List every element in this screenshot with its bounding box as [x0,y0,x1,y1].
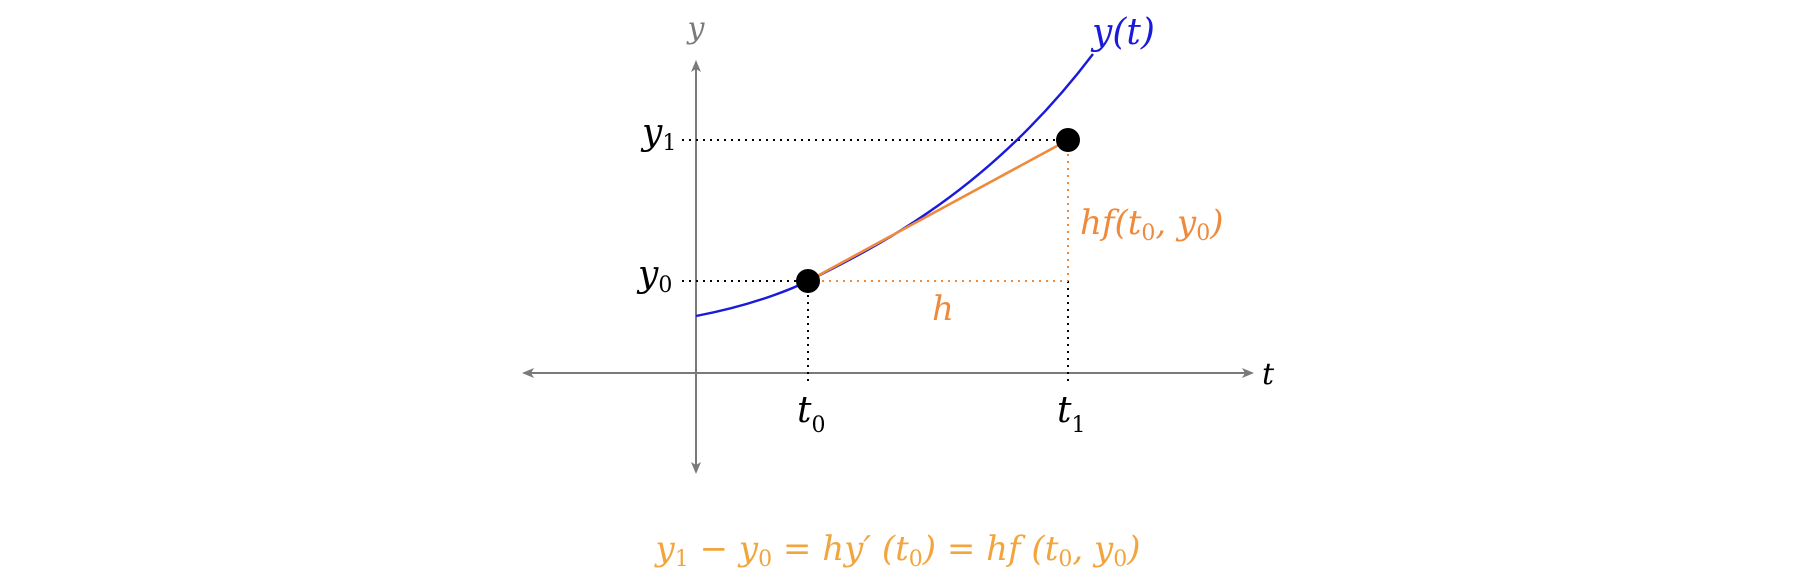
x-axis-label: t [1262,357,1275,392]
point-t1-y1 [1056,128,1080,152]
h-label: h [932,289,954,329]
t0-tick-label: t0 [797,390,825,438]
y1-tick-label: y1 [640,112,676,156]
point-t0-y0 [796,269,820,293]
euler-step-line [807,138,1069,283]
y0-tick-label: y0 [636,254,672,298]
euler-formula: y1 − y0 = hy′ (t0) = hf (t0, y0) [654,529,1141,572]
curve-label: y(t) [1090,12,1155,53]
t1-tick-label: t1 [1057,390,1085,438]
y-axis-label: y [686,11,706,46]
solution-curve [695,53,1094,318]
rise-label: hf(t0, y0) [1080,203,1224,246]
